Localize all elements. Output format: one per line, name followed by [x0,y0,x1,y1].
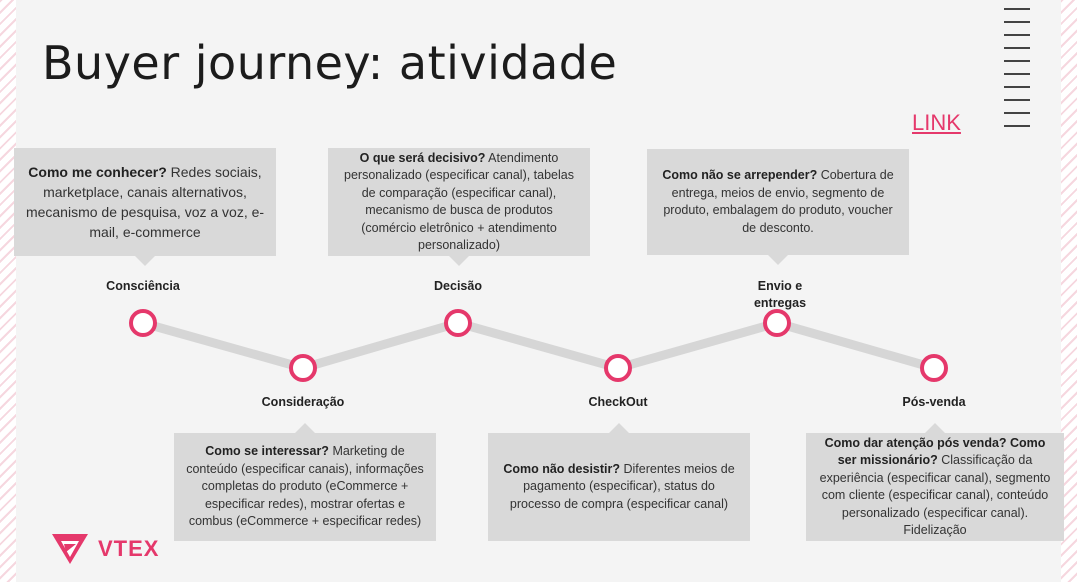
card-text: Cobertura de entrega, meios de envio, se… [663,168,894,235]
right-decorative-stripe [1061,0,1077,582]
logo-text: VTEX [98,536,160,561]
journey-path [138,318,939,373]
menu-lines-icon[interactable] [1004,8,1030,138]
page-title: Buyer journey: atividade [42,36,618,90]
stage-label-consideracao: Consideração [261,395,345,409]
card-consciencia: Como me conhecer? Redes sociais, marketp… [14,148,276,266]
card-question: Como não se arrepender? [662,168,818,182]
stage-label-consciencia: Consciência [106,279,180,293]
card-text: Redes sociais, marketplace, canais alter… [25,164,265,240]
card-question: Como me conhecer? [28,164,167,180]
card-decisao: O que será decisivo? Atendimento persona… [328,148,590,266]
card-text: Classificação da experiência (especifica… [819,453,1051,520]
vtex-logo: VTEX [50,532,159,566]
card-text: Atendimento personalizado (especificar c… [344,150,574,253]
stage-label-envio: Envio e entregas [753,279,807,310]
card-text: Marketing de conteúdo (especificar canai… [186,444,424,529]
stage-node-consideracao [289,354,317,382]
stage-node-consciencia [129,309,157,337]
left-decorative-stripe [0,0,16,582]
stage-node-envio [763,309,791,337]
card-question: Como dar atenção pós venda? Como ser mis… [824,435,1046,468]
stage-label-checkout: CheckOut [588,395,648,409]
stage-label-decisao: Decisão [434,279,482,293]
link[interactable]: LINK [912,110,961,135]
card-question: O que será decisivo? [359,150,486,165]
card-question: Como se interessar? [205,444,329,459]
vtex-logo-icon [52,534,88,564]
card-pos-venda: Como dar atenção pós venda? Como ser mis… [806,423,1064,541]
stage-node-checkout [604,354,632,382]
card-question: Como não desistir? [503,461,621,476]
card-envio: Como não se arrepender? Cobertura de ent… [647,149,909,265]
stage-node-pos-venda [920,354,948,382]
card-text: Diferentes meios de pagamento (especific… [509,461,735,511]
card-extra: Fidelização [903,523,967,537]
card-checkout: Como não desistir? Diferentes meios de p… [488,423,750,541]
stage-label-pos-venda: Pós-venda [902,395,966,409]
stage-node-decisao [444,309,472,337]
card-consideracao: Como se interessar? Marketing de conteúd… [174,423,436,541]
